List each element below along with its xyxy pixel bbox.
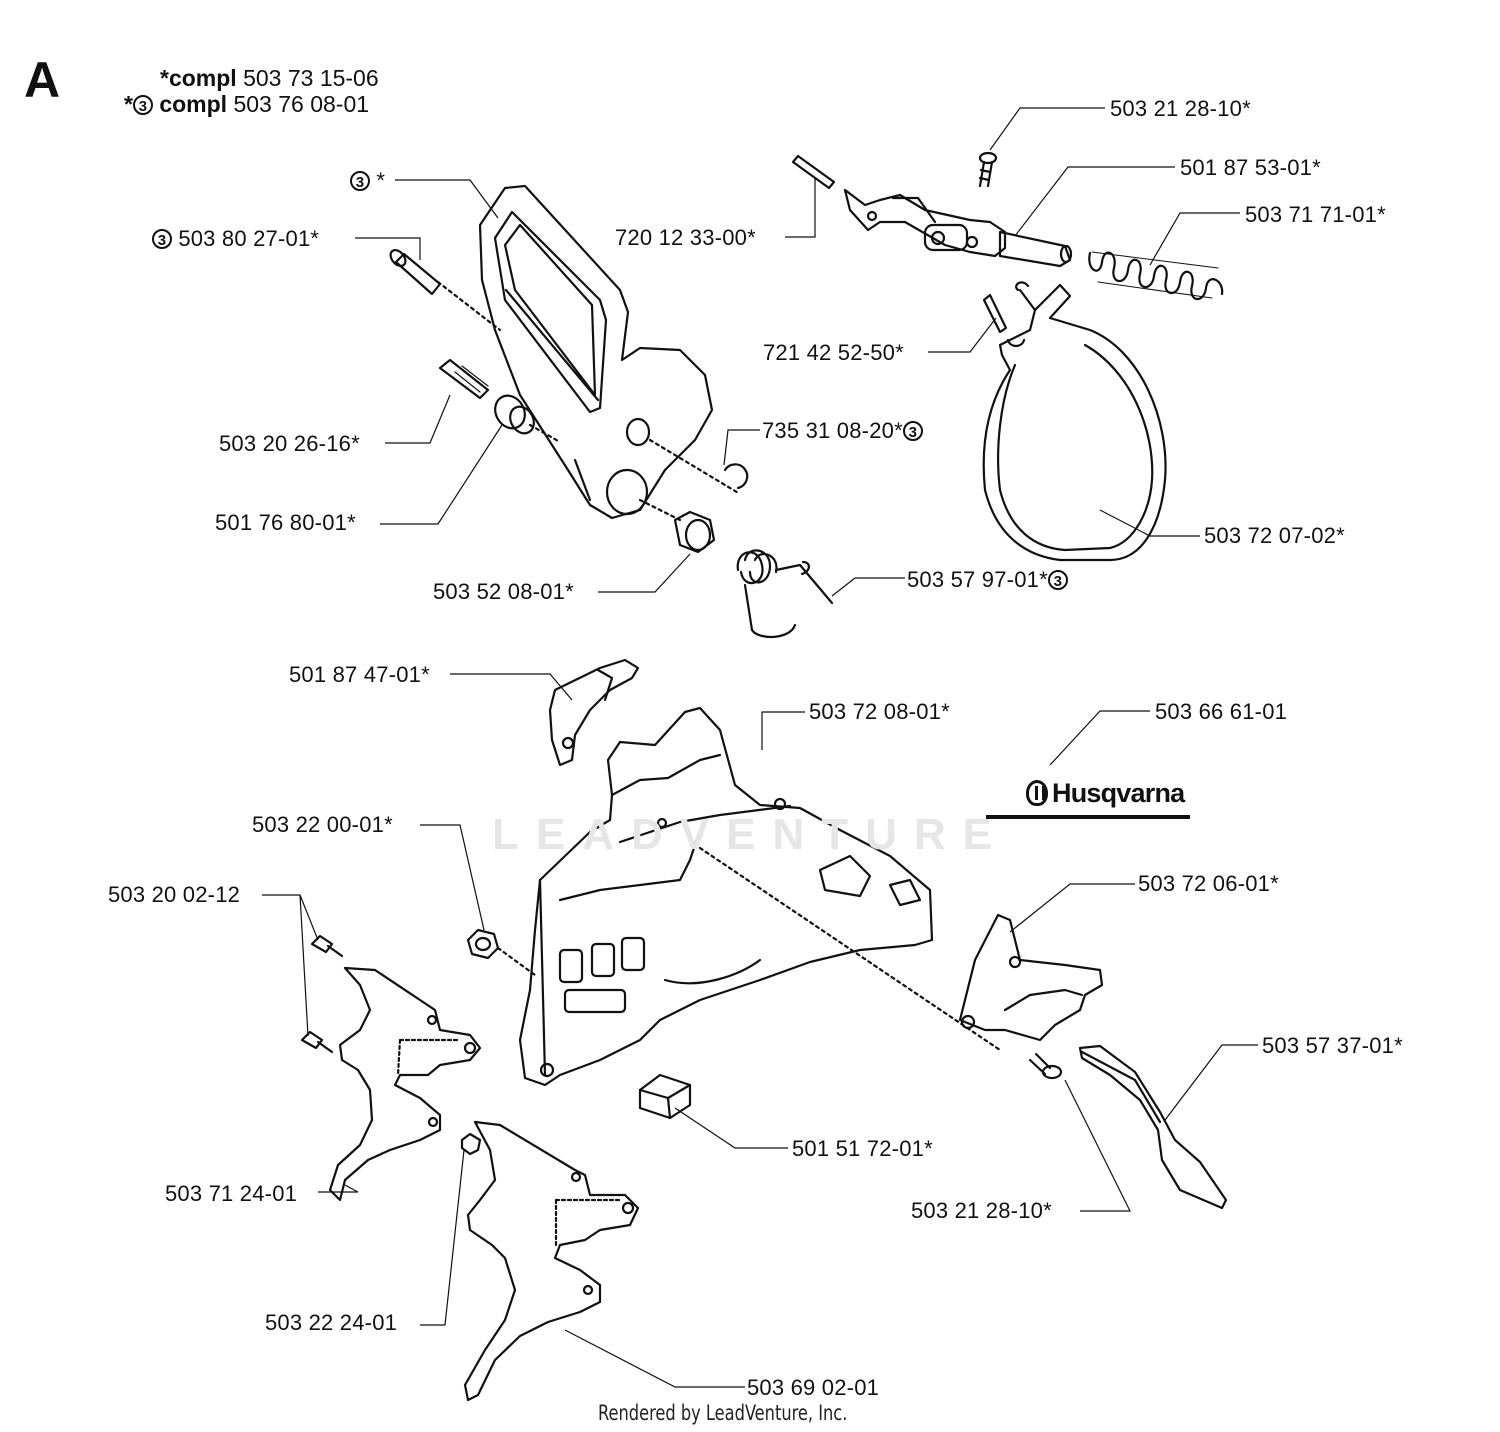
screw-bottom xyxy=(1028,1052,1063,1080)
part-label[interactable]: 720 12 33-00* xyxy=(615,225,756,250)
kit-note-1-part: 503 73 15-06 xyxy=(243,65,379,91)
screw-top xyxy=(978,151,998,188)
circled-3-icon: 3 xyxy=(350,171,370,191)
pin-720-12-33-00 xyxy=(791,154,836,190)
husqvarna-crown-icon xyxy=(1026,780,1048,806)
leader-lines xyxy=(262,107,1258,1388)
circled-3-icon: 3 xyxy=(152,229,172,249)
part-label[interactable]: 503 22 24-01 xyxy=(265,1310,398,1335)
blade-503-57-37-01 xyxy=(1078,1044,1228,1210)
spike-outer xyxy=(463,1120,640,1402)
part-label[interactable]: 501 87 47-01* xyxy=(289,662,430,687)
part-label[interactable]: 503 69 02-01 xyxy=(747,1375,880,1400)
block-501-51-72-01 xyxy=(638,1073,692,1120)
kit-note-2-prefix: compl xyxy=(159,91,228,117)
brake-band xyxy=(982,281,1167,562)
part-label[interactable]: 503 71 71-01* xyxy=(1245,202,1386,227)
clutch-cover xyxy=(518,706,1002,1087)
part-label[interactable]: 501 76 80-01* xyxy=(215,510,356,535)
logo-underline xyxy=(986,815,1190,819)
chain-brake-handle xyxy=(478,184,714,520)
nut-503-22-00-01 xyxy=(466,928,537,977)
part-label[interactable]: 503 72 06-01* xyxy=(1138,871,1279,896)
kit-note-1-prefix: *compl xyxy=(160,65,237,91)
part-label[interactable]: 3 503 80 27-01* xyxy=(152,226,319,252)
part-label[interactable]: 503 72 07-02* xyxy=(1204,523,1345,548)
clip-501-87-47-01 xyxy=(548,658,640,767)
part-label[interactable]: 503 21 28-10* xyxy=(1110,96,1251,121)
logo-text: Husqvarna xyxy=(1052,778,1185,808)
cover-plate-503-72-06-01 xyxy=(958,913,1104,1042)
part-label[interactable]: 503 22 00-01* xyxy=(252,812,393,837)
section-letter: A xyxy=(24,52,61,108)
part-label[interactable]: 501 51 72-01* xyxy=(792,1136,933,1161)
part-label[interactable]: 503 57 97-01*3 xyxy=(907,567,1068,593)
kit-note-2: *3 compl 503 76 08-01 xyxy=(124,91,369,117)
coil-spring xyxy=(1088,251,1224,301)
part-label[interactable]: 735 31 08-20*3 xyxy=(762,418,923,444)
part-label[interactable]: 721 42 52-50* xyxy=(763,340,904,365)
footer-credit: Rendered by LeadVenture, Inc. xyxy=(598,1401,848,1425)
part-label-handle[interactable]: 3 * xyxy=(350,168,385,194)
screw-503-20-26-16 xyxy=(438,358,490,400)
brake-lever xyxy=(843,188,1073,268)
circled-3-icon: 3 xyxy=(1047,570,1068,590)
bushing-501-76-80-01 xyxy=(494,394,562,444)
part-label[interactable]: 503 20 26-16* xyxy=(219,431,360,456)
torsion-spring xyxy=(736,549,834,638)
part-label[interactable]: 503 57 37-01* xyxy=(1262,1033,1403,1058)
part-label[interactable]: 503 66 61-01 xyxy=(1155,699,1288,724)
part-label[interactable]: 503 72 08-01* xyxy=(809,699,950,724)
part-label[interactable]: 503 20 02-12 xyxy=(108,882,241,907)
husqvarna-decal: Husqvarna xyxy=(1026,776,1185,810)
circled-3-icon: 3 xyxy=(902,421,923,441)
part-label[interactable]: 503 71 24-01 xyxy=(165,1181,298,1206)
part-label[interactable]: 501 87 53-01* xyxy=(1180,155,1321,180)
circled-3-icon: 3 xyxy=(132,95,153,115)
nut-503-22-24-01 xyxy=(460,1132,482,1156)
part-label[interactable]: 503 52 08-01* xyxy=(433,579,574,604)
circlip xyxy=(648,438,749,496)
kit-note-2-part: 503 76 08-01 xyxy=(233,91,370,117)
spike-inner xyxy=(328,966,482,1202)
sleeve-503-52-08-01 xyxy=(638,498,716,554)
kit-note-2-star: * xyxy=(124,91,133,117)
part-label[interactable]: 503 21 28-10* xyxy=(911,1198,1052,1223)
pin-721-42-52-50 xyxy=(982,293,1008,334)
pivot-bolt xyxy=(389,249,502,332)
kit-note-1: *compl 503 73 15-06 xyxy=(160,65,379,91)
